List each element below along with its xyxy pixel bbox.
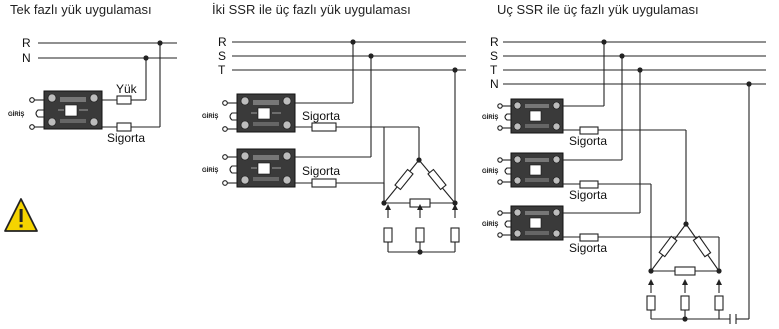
label-n-3: N — [490, 77, 499, 91]
delta-resistor-2r — [427, 168, 447, 191]
label-input-2b: GİRİŞ — [202, 167, 218, 174]
label-r-1: R — [22, 36, 31, 50]
load-resistor-1 — [116, 95, 132, 105]
fuse-3c — [579, 233, 599, 242]
label-n-1: N — [22, 51, 31, 65]
star-resistor-3a — [646, 295, 656, 311]
label-fuse-2b: Sigorta — [302, 164, 340, 178]
star-resistor-3b — [680, 295, 690, 311]
label-fuse-3a: Sigorta — [569, 134, 607, 148]
label-t-3: T — [490, 63, 498, 77]
label-input-3b: GİRİŞ — [482, 168, 498, 175]
ssr-relay-3a — [510, 98, 564, 134]
star-resistor-2c — [450, 227, 460, 243]
delta-resistor-3l — [658, 235, 678, 258]
label-s-3: S — [490, 49, 498, 63]
three-ssr-diagram: R S T N GİRİŞ Sigorta GİRİŞ — [482, 35, 766, 324]
label-t-2: T — [218, 63, 226, 77]
fuse-3a — [579, 126, 599, 135]
ssr-relay-1 — [43, 90, 103, 130]
delta-resistor-2l — [394, 168, 414, 191]
label-input-3a: GİRİŞ — [482, 114, 498, 121]
fuse-2a — [311, 122, 337, 132]
label-input-2a: GİRİŞ — [202, 113, 218, 120]
title-three-ssr: Uç SSR ile üç fazlı yük uygulaması — [497, 2, 699, 17]
label-input-1: GİRİŞ — [8, 111, 24, 118]
two-ssr-diagram: R S T GİRİŞ Sigorta GİRİŞ Sig — [202, 35, 466, 255]
label-fuse-1: Sigorta — [107, 131, 145, 145]
warning-triangle-icon — [4, 198, 38, 232]
label-fuse-2a: Sigorta — [302, 109, 340, 123]
star-resistor-2b — [415, 227, 425, 243]
label-r-2: R — [218, 35, 227, 49]
fuse-3b — [579, 180, 599, 189]
label-s-2: S — [218, 49, 226, 63]
label-load: Yük — [116, 82, 138, 96]
ssr-relay-2b — [236, 148, 296, 188]
ssr-relay-3c — [510, 205, 564, 241]
ssr-relay-2a — [236, 93, 296, 133]
single-phase-diagram: R N Yük Sigorta GİRİŞ — [8, 36, 177, 145]
label-input-3c: GİRİŞ — [482, 221, 498, 228]
fuse-1 — [116, 122, 132, 132]
title-single-phase: Tek fazlı yük uygulaması — [10, 2, 152, 17]
ssr-relay-3b — [510, 152, 564, 188]
delta-resistor-3r — [692, 235, 712, 258]
delta-resistor-3b — [674, 266, 696, 276]
fuse-2b — [311, 178, 337, 188]
star-resistor-3c — [714, 295, 724, 311]
label-r-3: R — [490, 35, 499, 49]
title-two-ssr: İki SSR ile üç fazlı yük uygulaması — [212, 2, 411, 17]
star-resistor-2a — [383, 227, 393, 243]
label-fuse-3b: Sigorta — [569, 188, 607, 202]
label-fuse-3c: Sigorta — [569, 241, 607, 255]
